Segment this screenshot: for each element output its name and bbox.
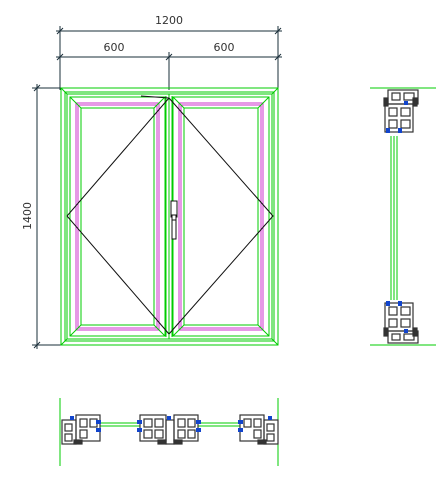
horizontal-section-profile <box>59 398 279 466</box>
window-handle-icon <box>170 200 178 240</box>
left-sash <box>69 96 166 337</box>
left-plan-profile <box>61 414 101 445</box>
right-sash <box>172 96 270 337</box>
left-sash-width-label: 600 <box>104 41 125 54</box>
left-sash-opening-diamond <box>66 97 170 335</box>
overall-width-label: 1200 <box>155 14 183 27</box>
top-dimension-group <box>56 26 282 90</box>
vertical-section-profile <box>370 87 436 346</box>
right-sash-width-label: 600 <box>214 41 235 54</box>
overall-height-label: 1400 <box>21 202 34 230</box>
top-section-profile <box>383 89 419 133</box>
right-sash-opening-diamond <box>168 97 274 335</box>
bottom-section-profile <box>383 302 419 344</box>
opening-direction-lines <box>66 95 274 335</box>
height-dimension-group <box>32 84 62 349</box>
right-plan-profile <box>239 414 279 445</box>
